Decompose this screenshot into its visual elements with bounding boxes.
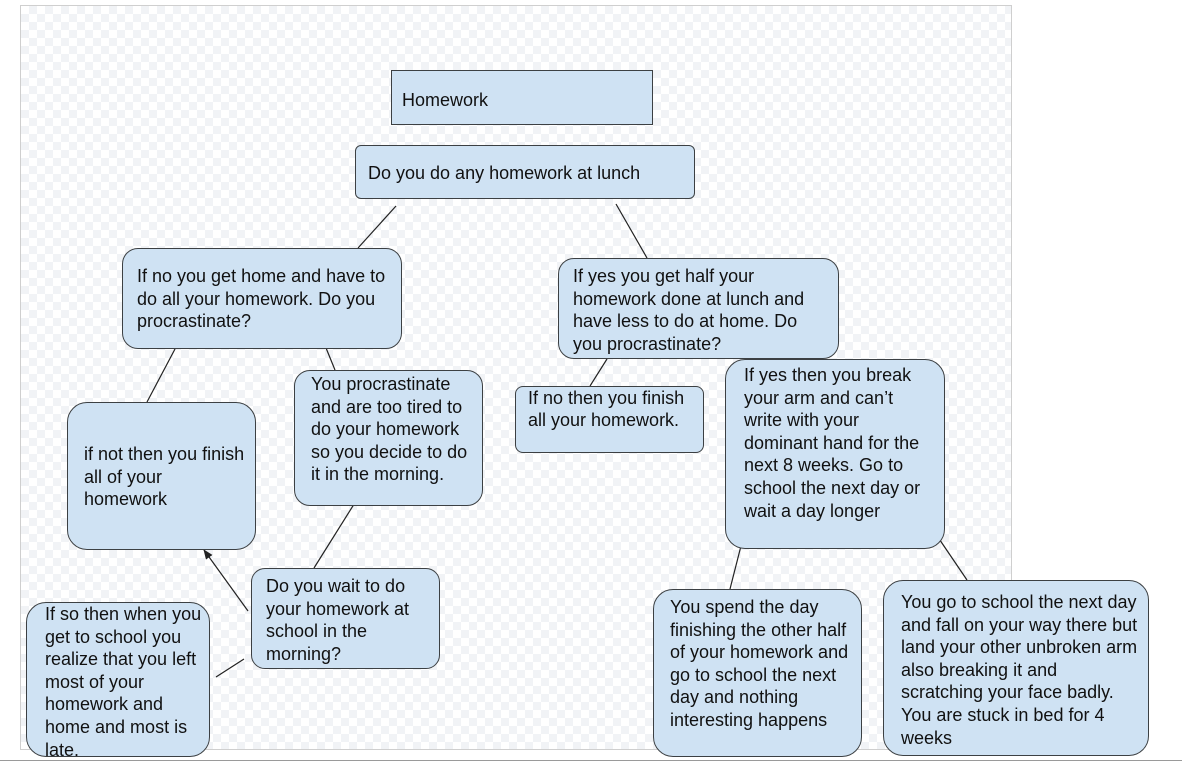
connector-lunch-to-no[interactable]: [357, 205, 397, 249]
connector-wait-to-finish-arrow[interactable]: [203, 549, 249, 612]
node-left-homework-at-home[interactable]: If so then when you get to school you re…: [26, 602, 210, 760]
node-spend-day[interactable]: You spend the day finishing the other ha…: [653, 589, 862, 757]
node-no-procrastinate-finish[interactable]: if not then you finish all of your homew…: [67, 402, 256, 550]
node-yes-lunch[interactable]: If yes you get half your homework done a…: [558, 258, 839, 359]
node-break-arm[interactable]: If yes then you break your arm and can’t…: [725, 359, 945, 549]
node-no-finish-homework[interactable]: If no then you finish all your homework.: [515, 386, 704, 453]
node-wait-morning[interactable]: Do you wait to do your homework at schoo…: [251, 568, 440, 669]
window-bottom-edge: [0, 760, 1182, 761]
connector-yes-to-no-finish[interactable]: [589, 358, 608, 387]
connector-no-to-finish[interactable]: [146, 348, 176, 403]
node-fall-on-way[interactable]: You go to school the next day and fall o…: [883, 580, 1149, 756]
connector-procrastinate-to-wait[interactable]: [313, 500, 357, 569]
connector-lunch-to-yes[interactable]: [615, 203, 648, 259]
node-homework-title[interactable]: Homework: [391, 70, 653, 125]
node-lunch-question[interactable]: Do you do any homework at lunch: [355, 145, 695, 199]
node-no-lunch[interactable]: If no you get home and have to do all yo…: [122, 248, 402, 349]
connector-wait-to-left-at-home[interactable]: [215, 658, 245, 678]
node-procrastinate-tired[interactable]: You procrastinate and are too tired to d…: [294, 370, 483, 506]
